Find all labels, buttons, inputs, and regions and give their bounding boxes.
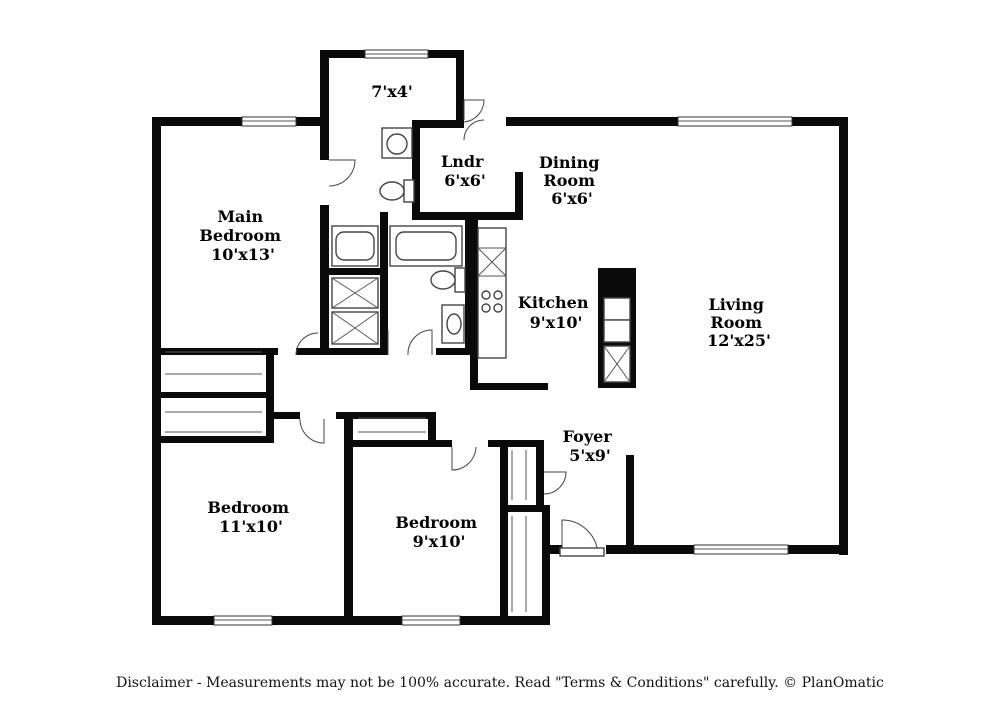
- doors: [295, 99, 605, 557]
- walls: [152, 50, 848, 625]
- disclaimer-text: Disclaimer - Measurements may not be 100…: [116, 675, 884, 691]
- room-label-bedroom-1: Bedroom 11'x10': [207, 498, 294, 536]
- room-label-dining-room: Dining Room 6'x6': [539, 153, 605, 208]
- room-label-foyer: Foyer 5'x9': [563, 427, 618, 465]
- room-label-kitchen: Kitchen 9'x10': [518, 293, 594, 332]
- room-label-laundry: Lndr 6'x6': [441, 152, 489, 190]
- windows: [213, 49, 793, 626]
- room-label-living-room: Living Room 12'x25': [707, 295, 771, 350]
- room-label-main-bedroom: Main Bedroom 10'x13': [199, 207, 286, 264]
- room-label-bedroom-2: Bedroom 9'x10': [395, 513, 482, 551]
- room-label-bath-small: 7'x4': [371, 82, 413, 101]
- room-labels: 7'x4' Main Bedroom 10'x13' Lndr 6'x6' Di…: [199, 82, 771, 551]
- fixtures: [165, 127, 631, 612]
